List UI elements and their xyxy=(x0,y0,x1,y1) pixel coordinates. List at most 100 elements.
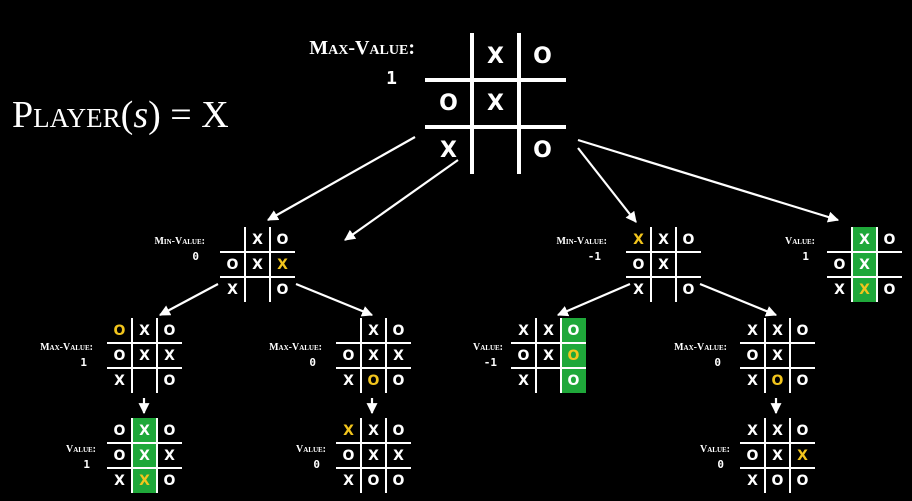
grid-line xyxy=(740,442,815,444)
o-mark: O xyxy=(746,347,759,364)
o-mark: O xyxy=(746,447,759,464)
empty-cell xyxy=(336,318,361,343)
grid-line xyxy=(385,418,387,493)
player-suffix: ) = X xyxy=(148,94,229,136)
x-mark: X xyxy=(518,372,529,389)
x-mark: X xyxy=(132,418,157,443)
node-value: 0 xyxy=(192,250,199,263)
x-mark: X xyxy=(747,472,758,489)
o-mark: O xyxy=(632,256,645,273)
empty-cell xyxy=(425,33,472,80)
o-mark: O xyxy=(771,372,784,389)
grid-line xyxy=(107,467,182,469)
grid-line xyxy=(269,227,271,302)
grid-line xyxy=(107,442,182,444)
node-function-name: Value: xyxy=(296,444,326,455)
grid-line xyxy=(650,227,652,302)
o-mark: O xyxy=(163,372,176,389)
grid-line xyxy=(107,367,182,369)
grid-line xyxy=(740,342,815,344)
node-value: 0 xyxy=(717,458,724,471)
grid-line xyxy=(131,318,133,393)
x-mark: X xyxy=(164,447,175,464)
node-label: Min-Value:-1 xyxy=(556,237,607,263)
x-mark: X xyxy=(277,256,288,273)
player-prefix: Player( xyxy=(12,94,134,136)
grid-line xyxy=(360,318,362,393)
node-label: Value:1 xyxy=(66,444,96,471)
node-label: Max-Value:0 xyxy=(269,342,322,369)
grid-line xyxy=(511,367,586,369)
x-mark: X xyxy=(487,91,504,116)
empty-cell xyxy=(651,277,676,302)
x-mark: X xyxy=(747,372,758,389)
x-mark: X xyxy=(343,372,354,389)
node-function-name: Max-Value: xyxy=(40,342,93,353)
x-mark: X xyxy=(114,372,125,389)
node-function-name: Value: xyxy=(785,236,815,247)
x-mark: X xyxy=(747,322,758,339)
node-label: Value: 0 xyxy=(296,444,326,471)
x-mark: X xyxy=(393,447,404,464)
o-mark: O xyxy=(796,322,809,339)
tree-arrow xyxy=(267,136,416,221)
x-mark: X xyxy=(343,472,354,489)
tree-arrow xyxy=(295,282,374,317)
x-mark: X xyxy=(543,322,554,339)
grid-line xyxy=(876,227,878,302)
node-function-name: Value: xyxy=(66,444,96,455)
node-value: -1 xyxy=(483,356,497,369)
node-label: Min-Value:0 xyxy=(154,237,205,263)
node-value: 1 xyxy=(802,250,809,263)
o-mark: O xyxy=(276,231,289,248)
o-mark: O xyxy=(163,322,176,339)
grid-line xyxy=(360,418,362,493)
o-mark: O xyxy=(367,472,380,489)
x-mark: X xyxy=(658,231,669,248)
x-mark: X xyxy=(114,472,125,489)
grid-line xyxy=(336,442,411,444)
player-state-var: s xyxy=(133,94,149,136)
o-mark: O xyxy=(392,472,405,489)
grid-line xyxy=(740,367,815,369)
x-mark: X xyxy=(772,347,783,364)
grid-line xyxy=(827,251,902,253)
grid-line xyxy=(470,33,474,174)
node-label: Value: 1 xyxy=(785,236,815,263)
grid-line xyxy=(336,367,411,369)
grid-line xyxy=(764,318,766,393)
x-mark: X xyxy=(164,347,175,364)
node-function-name: Max-Value: xyxy=(674,342,727,353)
o-mark: O xyxy=(796,372,809,389)
node-function-name: Value: xyxy=(473,342,503,353)
grid-line xyxy=(220,276,295,278)
node-function-name: Value: xyxy=(700,444,730,455)
grid-line xyxy=(675,227,677,302)
x-mark: X xyxy=(132,468,157,493)
tree-arrow xyxy=(577,138,840,223)
empty-cell xyxy=(676,252,701,277)
grid-line xyxy=(851,227,853,302)
grid-line xyxy=(789,418,791,493)
x-mark: X xyxy=(132,443,157,468)
empty-cell xyxy=(790,343,815,368)
grid-line xyxy=(156,418,158,493)
node-label: Value: -1 xyxy=(473,342,503,369)
o-mark: O xyxy=(533,44,552,69)
o-mark: O xyxy=(517,347,530,364)
x-mark: X xyxy=(440,138,457,163)
o-mark: O xyxy=(561,343,586,368)
x-mark: X xyxy=(368,447,379,464)
o-mark: O xyxy=(163,422,176,439)
node-value: 0 xyxy=(313,458,320,471)
node-label: Max-Value:1 xyxy=(40,342,93,369)
node-function-name: Max-Value: xyxy=(269,342,322,353)
tree-arrow xyxy=(556,282,631,317)
x-mark: X xyxy=(658,256,669,273)
